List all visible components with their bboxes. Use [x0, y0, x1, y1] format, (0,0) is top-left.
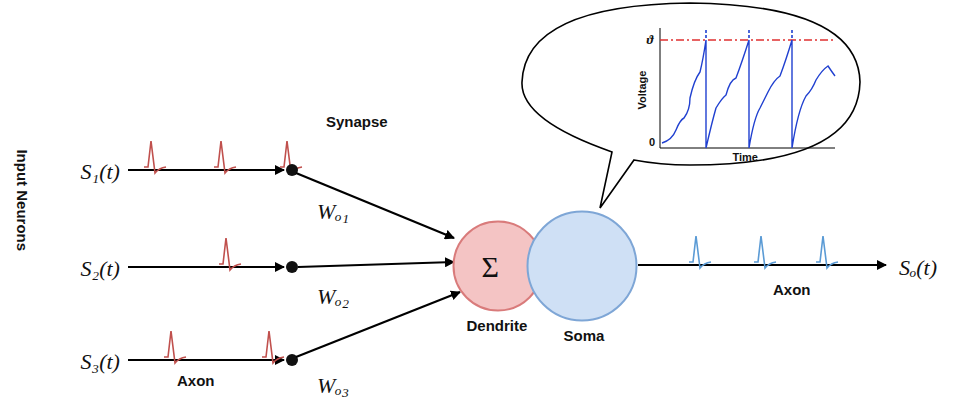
axis-title: Time	[733, 151, 758, 163]
synapse-dot	[286, 164, 298, 366]
signal-name: S₃(t)	[81, 350, 120, 374]
axis-title: Input Neurons	[14, 149, 31, 251]
axis-tick: 0	[649, 136, 655, 148]
input-spikes	[144, 141, 302, 363]
part-name: Axon	[773, 282, 811, 299]
weight-label: Wₒ₂	[317, 285, 349, 309]
input-axon	[128, 169, 284, 171]
sum-symbol: Σ	[482, 250, 499, 283]
weight-label: Wₒ₁	[317, 200, 349, 224]
node-heading: Soma	[564, 328, 605, 345]
input-axon	[128, 266, 284, 268]
signal-name: Sₒ(t)	[899, 256, 937, 280]
voltage-plot	[660, 28, 835, 148]
soma-circle: Soma	[526, 210, 638, 322]
input-axon	[128, 359, 284, 361]
signal-name: S₁(t)	[81, 160, 120, 184]
part-name: Synapse	[326, 114, 388, 131]
weight-connection	[296, 173, 460, 357]
part-name: Axon	[177, 373, 215, 390]
node-heading: Dendrite	[467, 318, 528, 335]
output-axon	[638, 264, 886, 266]
soma-circle-outline	[526, 210, 638, 322]
weight-label: Wₒ₃	[317, 374, 349, 398]
callout-bubble	[522, 3, 860, 208]
threshold-label: ϑ	[647, 33, 654, 47]
signal-name: S₂(t)	[81, 257, 120, 281]
output-spikes	[689, 236, 838, 268]
axis-title: Voltage	[636, 71, 648, 110]
